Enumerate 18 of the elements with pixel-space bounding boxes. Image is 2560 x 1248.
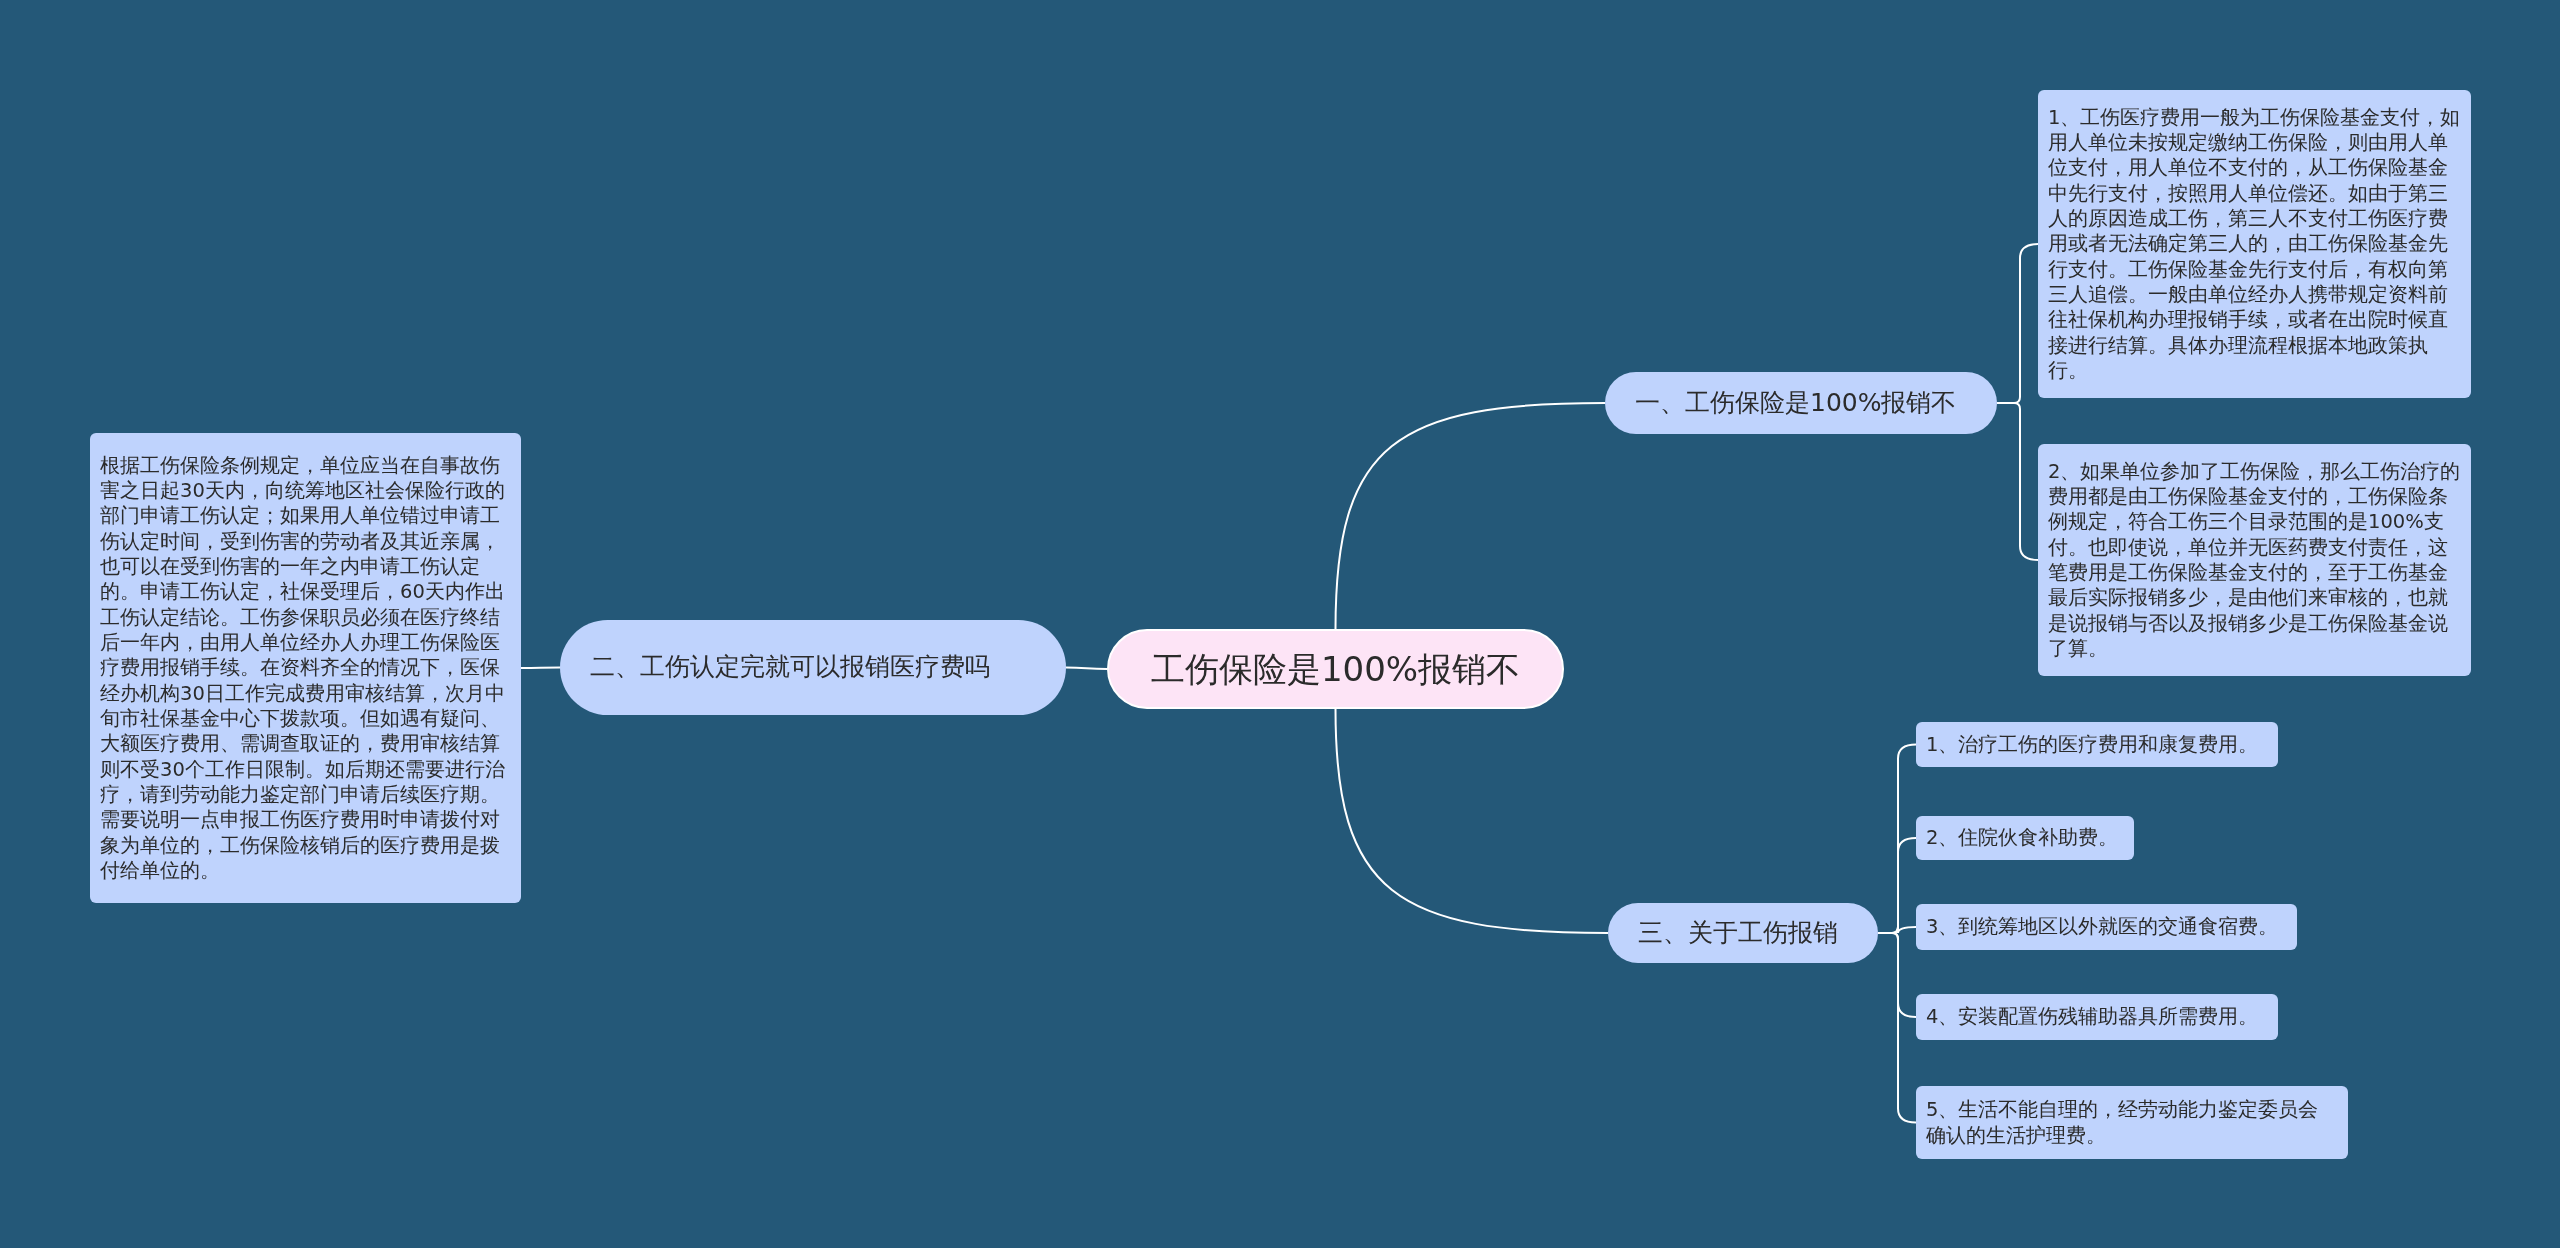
connector-line bbox=[1877, 932, 1917, 1124]
note-box: 4、安装配置伤残辅助器具所需费用。 bbox=[1916, 994, 2278, 1040]
connector-line bbox=[1334, 402, 1606, 630]
connector-line bbox=[520, 666, 561, 669]
connector-line bbox=[1065, 666, 1108, 670]
note-box: 根据工伤保险条例规定，单位应当在自事故伤害之日起30天内，向统筹地区社会保险行政的部门申请工伤认定；如果用人单位错过申请工伤认定时间，受到伤害的劳动者及其近亲属，也可以在受到伤害的一年之内申请工伤认定的。申请工伤认定，社保受理后，60天内作出工伤认定结论。工伤参保职员必须在医疗终结后一年内，由用人单位经办人办理工伤保险医疗费用报销手续。在资料齐全的情况下，医保经办机构30日工作完成费用审核结算，次月中旬市社保基金中心下拨款项。但如遇有疑问、大额医疗费用、需调查取证的，费用审核结算则不受30个工作日限制。如后期还需要进行治疗，请到劳动能力鉴定部门申请后续医疗期。需要说明一点申报工伤医疗费用时申请拨付对象为单位的，工伤保险核销后的医疗费用是拨付给单位的。 bbox=[90, 433, 521, 903]
note-box: 1、治疗工伤的医疗费用和康复费用。 bbox=[1916, 722, 2278, 767]
topic-box: 二、工伤认定完就可以报销医疗费吗 bbox=[560, 620, 1066, 715]
note-box: 1、工伤医疗费用一般为工伤保险基金支付，如用人单位未按规定缴纳工伤保险，则由用人单位支付，用人单位不支付的，从工伤保险基金中先行支付，按照用人单位偿还。如由于第三人的原因造成工伤，第三人不支付工伤医疗费用或者无法确定第三人的，由工伤保险基金先行支付。工伤保险基金先行支付后，有权向第三人追偿。一般由单位经办人携带规定资料前往社保机构办理报销手续，或者在出院时候直接进行结算。具体办理流程根据本地政策执行。 bbox=[2038, 90, 2471, 398]
topic-box: 三、关于工伤报销 bbox=[1608, 903, 1878, 963]
note-box: 3、到统筹地区以外就医的交通食宿费。 bbox=[1916, 904, 2297, 950]
central-topic: 工伤保险是100%报销不 bbox=[1107, 629, 1564, 709]
topic-box: 一、工伤保险是100%报销不 bbox=[1605, 372, 1997, 434]
connector-line bbox=[1334, 708, 1609, 934]
note-box: 2、如果单位参加了工伤保险，那么工伤治疗的费用都是由工伤保险基金支付的，工伤保险条例规定，符合工伤三个目录范围的是100%支付。也即使说，单位并无医药费支付责任，这笔费用是工伤保险基金支付的，至于工伤基金最后实际报销多少，是由他们来审核的，也就是说报销与否以及报销多少是工伤保险基金说了算。 bbox=[2038, 444, 2471, 676]
note-box: 2、住院伙食补助费。 bbox=[1916, 816, 2134, 860]
connector-line bbox=[1996, 402, 2039, 561]
note-box: 5、生活不能自理的，经劳动能力鉴定委员会确认的生活护理费。 bbox=[1916, 1086, 2348, 1159]
